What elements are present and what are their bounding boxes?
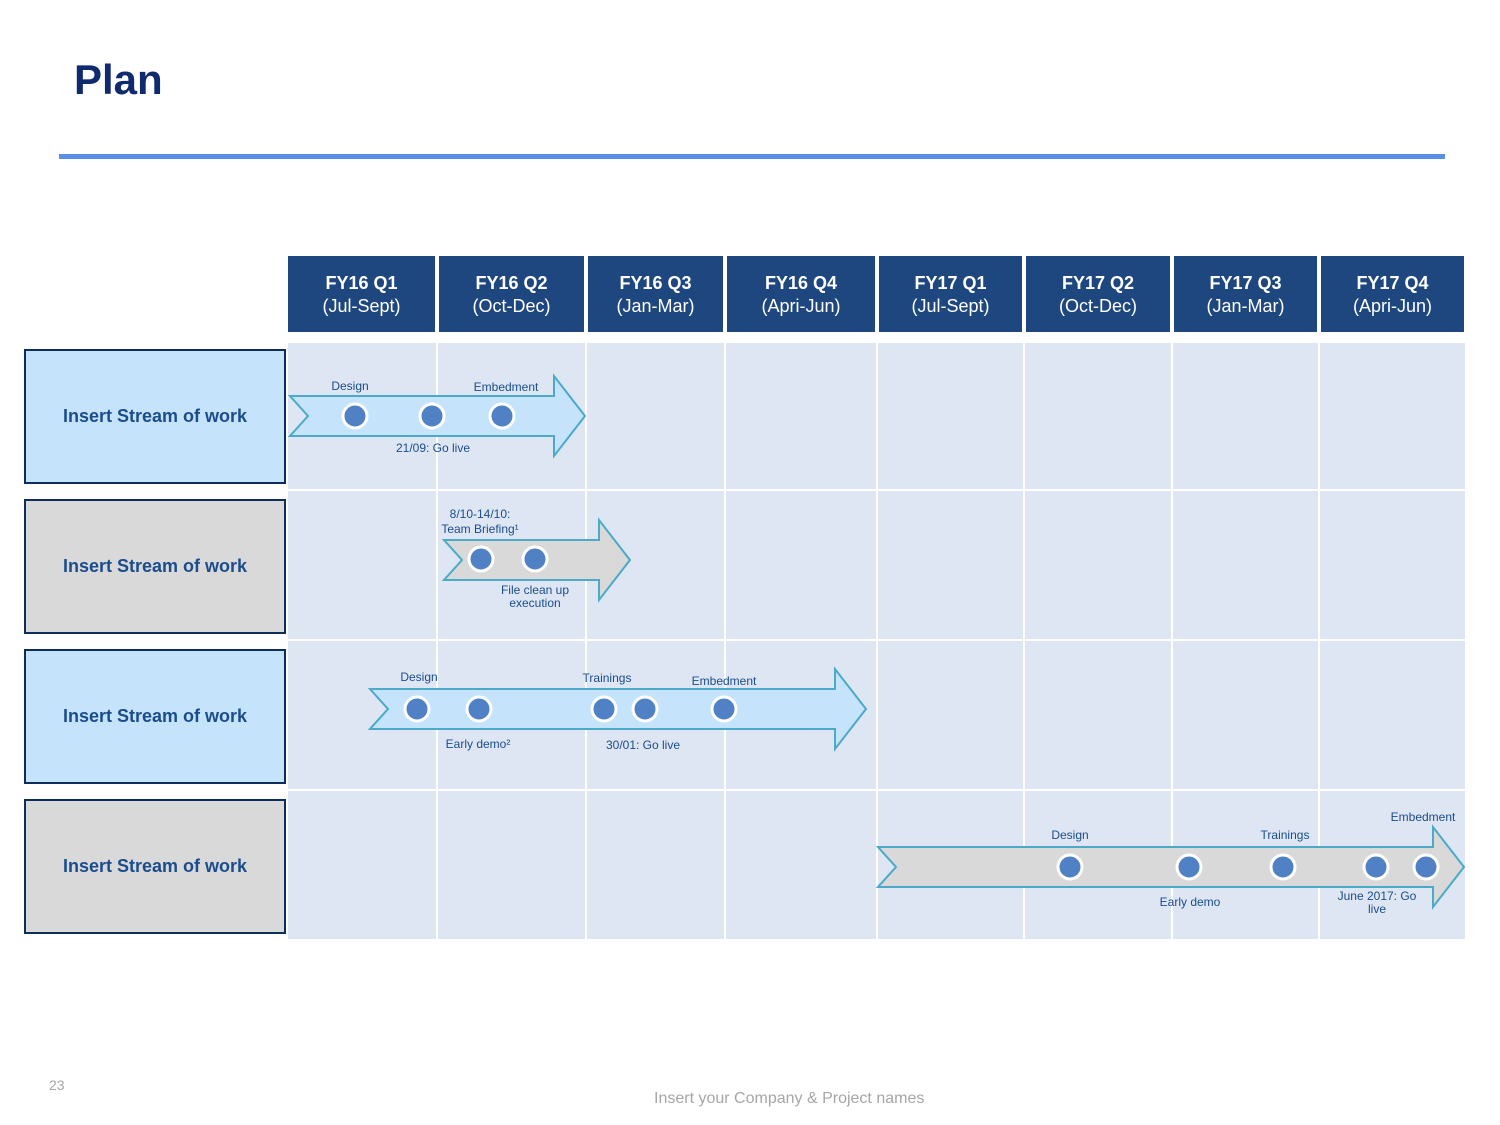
quarter-label: FY16 Q3 <box>619 273 692 293</box>
stream-1-arrow: Design Embedment 21/09: Go live <box>287 373 587 459</box>
milestone-label: Embedment <box>1391 810 1456 824</box>
milestone-label: Early demo <box>1160 895 1221 909</box>
grid-cell <box>288 491 436 639</box>
milestone-marker <box>631 695 659 723</box>
milestone-label: Embedment <box>474 380 539 394</box>
milestone-label: Design <box>400 670 437 684</box>
milestone-marker <box>1175 853 1203 881</box>
grid-cell <box>878 641 1023 789</box>
quarter-label: FY17 Q4 <box>1356 273 1429 293</box>
stream-label: Insert Stream of work <box>62 556 248 576</box>
quarter-label: FY16 Q2 <box>475 273 548 293</box>
stream-box: Insert Stream of work <box>24 799 286 934</box>
grid-cell <box>878 343 1023 489</box>
stream-box: Insert Stream of work <box>24 349 286 484</box>
grid-cell <box>726 791 876 939</box>
quarter-range: (Apri-Jun) <box>761 296 841 316</box>
milestone-marker <box>488 402 516 430</box>
milestone-marker <box>418 402 446 430</box>
milestone-marker <box>403 695 431 723</box>
page-number: 23 <box>49 1077 65 1093</box>
grid-cell <box>288 791 436 939</box>
quarter-label: FY17 Q1 <box>914 273 987 293</box>
stream-label: Insert Stream of work <box>62 856 248 876</box>
grid-cell <box>1320 343 1465 489</box>
grid-cell <box>1320 491 1465 639</box>
stream-4-arrow-shape <box>875 824 1466 910</box>
milestone-marker <box>1362 853 1390 881</box>
quarter-header: FY17 Q1 (Jul-Sept) <box>879 256 1022 332</box>
quarter-label: FY17 Q2 <box>1061 273 1135 293</box>
grid-cell <box>878 491 1023 639</box>
milestone-label: June 2017: Go <box>1338 889 1417 903</box>
milestone-marker <box>521 545 549 573</box>
quarter-header: FY16 Q1 (Jul-Sept) <box>288 256 435 332</box>
milestone-marker <box>590 695 618 723</box>
grid-cell <box>1025 641 1171 789</box>
footer-text: Insert your Company & Project names <box>654 1090 925 1107</box>
milestone-label: Trainings <box>1261 828 1310 842</box>
milestone-marker <box>710 695 738 723</box>
quarter-header: FY17 Q2 (Oct-Dec) <box>1026 256 1170 332</box>
quarter-header: FY17 Q3 (Jan-Mar) <box>1174 256 1317 332</box>
milestone-label: live <box>1368 902 1386 916</box>
milestone-marker <box>341 402 369 430</box>
quarter-range: (Apri-Jun) <box>1352 296 1432 316</box>
grid-cell <box>726 343 876 489</box>
milestone-marker <box>1269 853 1297 881</box>
title-divider <box>59 154 1445 159</box>
quarter-range: (Oct-Dec) <box>1059 296 1137 316</box>
stream-3-arrow-shape <box>367 666 868 752</box>
quarter-range: (Jul-Sept) <box>911 296 990 316</box>
milestone-label: execution <box>509 596 560 610</box>
grid-cell <box>587 343 724 489</box>
milestone-label: File clean up <box>501 583 569 597</box>
stream-4-arrow: Design Trainings Embedment Early demo Ju… <box>875 810 1466 916</box>
stream-2-arrow: 8/10-14/10: Team Briefing¹ File clean up… <box>441 507 632 610</box>
quarter-range: (Jan-Mar) <box>1206 296 1285 316</box>
stream-3-arrow: Design Trainings Embedment Early demo² 3… <box>367 666 868 752</box>
milestone-label: Design <box>331 379 368 393</box>
page-title: Plan <box>74 56 163 103</box>
grid-cell <box>1173 641 1318 789</box>
stream-label: Insert Stream of work <box>62 406 248 426</box>
quarter-range: (Oct-Dec) <box>472 296 551 316</box>
quarter-header: FY16 Q3 (Jan-Mar) <box>588 256 723 332</box>
quarter-label: FY16 Q1 <box>325 273 398 293</box>
milestone-label: Trainings <box>583 671 632 685</box>
quarter-header: FY16 Q2 (Oct-Dec) <box>439 256 584 332</box>
milestone-marker <box>1412 853 1440 881</box>
milestone-label: Embedment <box>692 674 757 688</box>
quarter-range: (Jan-Mar) <box>616 296 695 316</box>
quarter-header: FY16 Q4 (Apri-Jun) <box>727 256 875 332</box>
milestone-label: 21/09: Go live <box>396 441 470 455</box>
milestone-label: Design <box>1051 828 1088 842</box>
grid-cell <box>438 791 585 939</box>
quarter-label: FY17 Q3 <box>1209 273 1282 293</box>
grid-cell <box>1173 491 1318 639</box>
stream-label: Insert Stream of work <box>62 706 248 726</box>
grid-cell <box>1320 641 1465 789</box>
quarter-header: FY17 Q4 (Apri-Jun) <box>1321 256 1464 332</box>
milestone-label: 30/01: Go live <box>606 738 680 752</box>
milestone-marker <box>1056 853 1084 881</box>
quarter-range: (Jul-Sept) <box>322 296 401 316</box>
stream-box: Insert Stream of work <box>24 499 286 634</box>
milestone-label: Team Briefing¹ <box>441 522 518 536</box>
grid-cell <box>726 491 876 639</box>
grid-cell <box>1025 343 1171 489</box>
stream-box: Insert Stream of work <box>24 649 286 784</box>
grid-cell <box>587 791 724 939</box>
grid-cell <box>1173 343 1318 489</box>
grid-cell <box>1025 491 1171 639</box>
quarter-label: FY16 Q4 <box>764 273 838 293</box>
milestone-label: Early demo² <box>446 737 511 751</box>
milestone-marker <box>465 695 493 723</box>
milestone-label: 8/10-14/10: <box>450 507 511 521</box>
milestone-marker <box>467 545 495 573</box>
